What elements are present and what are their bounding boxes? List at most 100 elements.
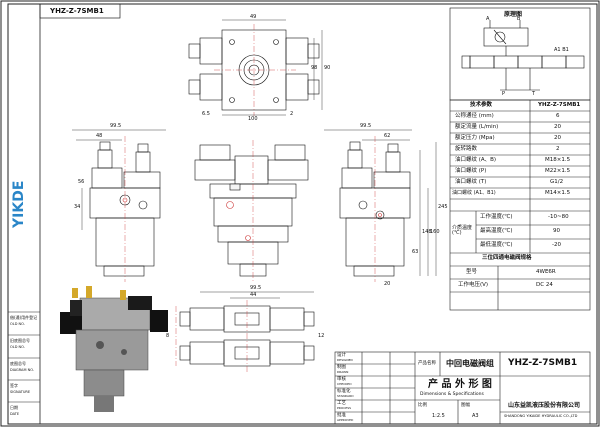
dim-top-d2: 90 xyxy=(324,65,331,71)
dim-front-w1: 99.5 xyxy=(110,123,122,129)
strip-row-2-en: DIAGRAM NO. xyxy=(10,368,34,372)
dim-bottom-w3: 8 xyxy=(166,333,170,339)
port-a1b1: A1 B1 xyxy=(554,47,569,53)
bottom-view xyxy=(175,291,315,372)
drawing-code-top: YHZ-Z-7SMB1 xyxy=(50,7,104,15)
tb-row-5-cn: 批准 xyxy=(337,413,346,418)
tb-company-cn: 山东益凯液压股份有限公司 xyxy=(508,402,581,409)
spec-row-7-label: 油口螺纹 (A1、B1) xyxy=(452,190,496,196)
middle-view xyxy=(194,140,309,282)
tb-row-2-cn: 审核 xyxy=(337,377,346,382)
dim-front-h2: 56 xyxy=(78,179,85,185)
title-block-grid xyxy=(334,351,591,425)
tb-doc-subtitle: Dimensions & Specifications xyxy=(420,392,484,397)
spec-valve-1-value: DC 24 xyxy=(536,282,553,288)
spec-valve-title: 三位四通电磁阀规格 xyxy=(482,255,532,261)
dim-top-d4: 100 xyxy=(248,116,258,122)
tb-row-3-en: STANDARD xyxy=(337,394,354,398)
spec-row-5-value: M22×1.5 xyxy=(545,168,571,174)
tb-product-name: 中回电磁阀组 xyxy=(446,359,494,368)
tb-row-5-en: APPROVED xyxy=(337,418,354,422)
dim-side-w2: 62 xyxy=(384,133,391,139)
spec-header-model: YHZ-Z-7SMB1 xyxy=(538,102,581,108)
spec-valve-0-label: 型号 xyxy=(466,269,478,275)
tb-doc-title: 产 品 外 形 图 xyxy=(428,379,492,390)
schematic-title: 原理图 xyxy=(504,11,523,18)
spec-env-0-value: -10~80 xyxy=(548,214,569,220)
dim-bottom-w1: 44 xyxy=(250,292,257,298)
spec-row-1-value: 20 xyxy=(554,124,561,130)
tb-product-name-label: 产品名称 xyxy=(418,361,436,366)
dim-side-h4: 160 xyxy=(430,229,440,235)
spec-row-7-value: M14×1.5 xyxy=(545,190,571,196)
port-p: P xyxy=(502,91,506,97)
dim-side-h1: 245 xyxy=(438,204,448,210)
spec-env-2-value: -20 xyxy=(552,242,561,248)
dim-side-h5: 20 xyxy=(384,281,391,287)
tb-row-1-cn: 制图 xyxy=(337,365,346,370)
spec-row-6-label: 油口螺纹 (T) xyxy=(455,179,487,185)
strip-row-2-cn: 底图总号 xyxy=(10,361,26,366)
spec-row-3-value: 2 xyxy=(556,146,560,152)
strip-row-0-cn: 借(通)用件登记 xyxy=(10,315,38,320)
strip-row-4-cn: 日期 xyxy=(10,405,18,410)
front-view xyxy=(72,129,166,282)
dim-bottom-h1: 12 xyxy=(318,333,325,339)
dim-side-h3: 63 xyxy=(412,249,419,255)
strip-row-3-cn: 签字 xyxy=(10,383,18,388)
spec-header-label: 技术参数 xyxy=(470,102,493,108)
dim-top-d5: 6.5 xyxy=(202,111,210,117)
spec-row-2-value: 20 xyxy=(554,135,561,141)
strip-row-1-cn: 旧底图总号 xyxy=(10,338,30,343)
dim-top-d1: 49 xyxy=(250,14,257,20)
spec-row-0-label: 公称通径 (mm) xyxy=(455,113,494,119)
dim-top-d6: 2 xyxy=(290,111,294,117)
tb-row-3-cn: 标准化 xyxy=(337,389,351,394)
tb-row-0-en: DESIGNED xyxy=(337,358,353,362)
spec-valve-1-label: 工作电压(V) xyxy=(458,282,489,288)
tb-scale: 1:2.5 xyxy=(432,413,445,419)
tb-scale-label: 比例 xyxy=(418,403,427,408)
dim-front-w2: 48 xyxy=(96,133,103,139)
tb-sheet: A3 xyxy=(472,413,479,419)
spec-row-2-label: 额定压力 (Mpa) xyxy=(455,135,495,141)
tb-sheet-label: 图幅 xyxy=(461,403,470,408)
tb-product-code: YHZ-Z-7SMB1 xyxy=(508,358,578,368)
spec-row-4-value: M18×1.5 xyxy=(545,157,571,163)
product-render-photo xyxy=(60,286,168,412)
spec-row-3-label: 旋转路数 xyxy=(455,146,478,152)
tb-company-en: SHANDONG YIKAIDE HYDRAULIC CO.,LTD xyxy=(504,414,578,418)
port-a: A xyxy=(486,16,490,22)
tb-row-2-en: CHECKED xyxy=(337,382,352,386)
port-t: T xyxy=(532,91,536,97)
side-view xyxy=(324,129,437,282)
strip-row-1-en: OLD NO. xyxy=(10,345,25,349)
port-b: B xyxy=(517,16,521,22)
spec-row-6-value: G1/2 xyxy=(550,179,564,185)
brand-logo: YIKDE xyxy=(11,180,27,228)
strip-row-4-en: DATE xyxy=(10,412,20,416)
spec-env-0-label: 工作温度(℃) xyxy=(480,214,513,220)
tb-row-1-en: DRAWN xyxy=(337,370,349,374)
spec-env-2-label: 最低温度(℃) xyxy=(480,242,513,248)
dim-side-h2: 148 xyxy=(422,229,432,235)
spec-row-5-label: 油口螺纹 (P) xyxy=(455,168,487,174)
dim-top-d3: 98 xyxy=(311,65,318,71)
dim-front-h1: 34 xyxy=(74,204,81,210)
top-view xyxy=(188,19,323,116)
spec-row-0-value: 6 xyxy=(556,113,560,119)
spec-row-1-label: 额定流量 (L/min) xyxy=(455,124,499,130)
strip-row-0-en: OLD NO. xyxy=(10,322,25,326)
tb-row-4-en: PROCESS xyxy=(337,406,352,410)
spec-valve-0-value: 4WE6R xyxy=(536,269,556,275)
strip-row-3-en: SIGNATURE xyxy=(10,390,31,394)
spec-env-1-value: 90 xyxy=(553,228,560,234)
tb-row-0-cn: 设计 xyxy=(337,353,346,358)
dim-bottom-w2: 99.5 xyxy=(250,285,262,291)
spec-env-1-label: 最高温度(℃) xyxy=(480,228,513,234)
dim-side-w1: 99.5 xyxy=(360,123,372,129)
spec-row-4-label: 油口螺纹 (A、B) xyxy=(455,157,497,163)
tb-row-4-cn: 工艺 xyxy=(337,401,346,406)
